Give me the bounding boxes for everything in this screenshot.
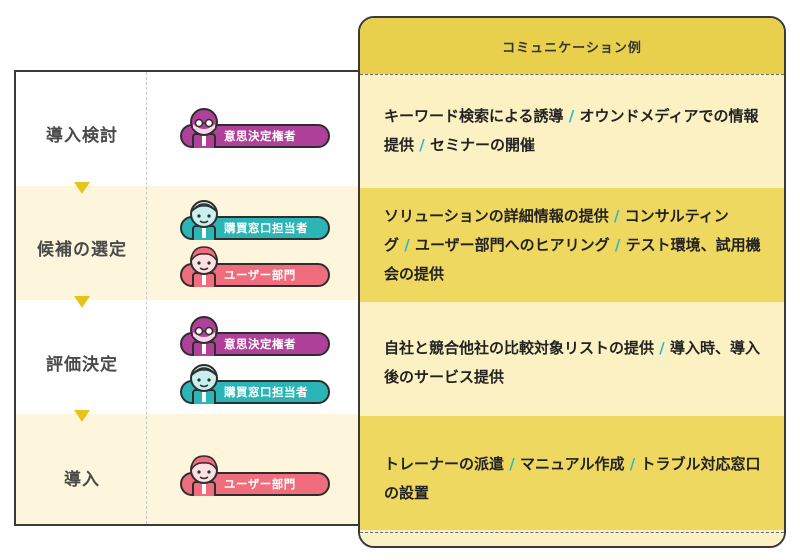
stage-name: 候補の選定 xyxy=(37,240,127,260)
down-arrow-icon xyxy=(74,296,90,308)
purchasing-contact-avatar-icon xyxy=(190,364,218,404)
stage-name: 導入 xyxy=(64,470,100,490)
comm-text: キーワード検索による誘導 / オウンドメディアでの情報提供 / セミナーの開催 xyxy=(384,107,759,154)
down-arrow-icon xyxy=(74,182,90,194)
comm-text: 自社と競合他社の比較対象リストの提供 / 導入時、導入後のサービス提供 xyxy=(384,339,760,386)
stage-name: 評価決定 xyxy=(46,355,118,375)
comm-text: ソリューションの詳細情報の提供 / コンサルティング / ユーザー部門へのヒアリ… xyxy=(384,207,761,283)
stage-name: 導入検討 xyxy=(46,126,118,146)
panel-divider xyxy=(360,74,784,75)
communication-panel: コミュニケーション例 キーワード検索による誘導 / オウンドメディアでの情報提供… xyxy=(358,16,786,548)
purchasing-contact-avatar-icon xyxy=(190,200,218,240)
panel-row xyxy=(360,530,784,546)
panel-divider xyxy=(360,532,784,533)
panel-title: コミュニケーション例 xyxy=(360,18,784,74)
column-divider xyxy=(146,72,147,524)
panel-row xyxy=(360,416,784,530)
panel-row xyxy=(360,74,784,188)
panel-row xyxy=(360,188,784,302)
decision-maker-avatar-icon xyxy=(190,108,218,148)
comm-text: トレーナーの派遣 / マニュアル作成 / トラブル対応窓口の設置 xyxy=(384,455,761,502)
decision-maker-avatar-icon xyxy=(190,316,218,356)
down-arrow-icon xyxy=(74,410,90,422)
panel-row xyxy=(360,302,784,416)
user-dept-avatar-icon xyxy=(190,455,218,496)
user-dept-avatar-icon xyxy=(190,246,218,287)
